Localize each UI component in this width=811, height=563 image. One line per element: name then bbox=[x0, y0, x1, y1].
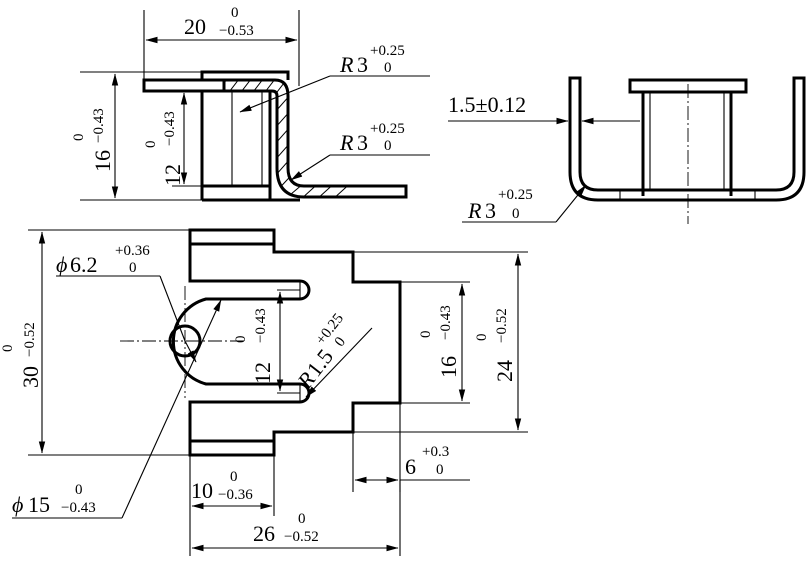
top-body-height-upper: 0 bbox=[474, 334, 490, 342]
front-r3-top-lower: 0 bbox=[384, 60, 392, 76]
side-r3-symbol: R bbox=[467, 198, 482, 223]
dim-front-inner-lower: −0.43 bbox=[162, 111, 178, 146]
dim-top-tab-width: 6 +0.3 0 bbox=[352, 403, 470, 492]
front-view: 20 0 −0.53 16 0 −0.43 12 0 −0.43 R 3 bbox=[71, 5, 430, 202]
top-hole-symbol: ϕ bbox=[56, 252, 67, 277]
dim-front-inner-nominal: 12 bbox=[160, 164, 185, 186]
side-r3-upper: +0.25 bbox=[498, 187, 533, 203]
top-outer-nominal: 15 bbox=[28, 492, 50, 517]
top-outer-upper: 0 bbox=[75, 482, 83, 498]
top-tab-width-lower: 0 bbox=[436, 462, 444, 478]
top-left-width-nominal: 10 bbox=[191, 478, 213, 503]
dim-top-left-width: 10 0 −0.36 bbox=[189, 455, 275, 556]
dim-front-width: 20 0 −0.53 bbox=[143, 5, 300, 86]
dim-top-overall-height: 30 0 −0.52 bbox=[0, 229, 190, 456]
dim-front-bend-radius-bottom: R 3 +0.25 0 bbox=[290, 121, 430, 181]
top-tab-width-nominal: 6 bbox=[405, 454, 416, 479]
top-overall-height-lower: −0.52 bbox=[22, 322, 38, 357]
top-tab-height-upper: 0 bbox=[418, 331, 434, 339]
top-outer-symbol: ϕ bbox=[12, 492, 23, 517]
top-tab-height-nominal: 16 bbox=[436, 356, 461, 378]
top-slot-lower: −0.43 bbox=[253, 308, 269, 343]
top-slot-radius-lower: 0 bbox=[332, 334, 349, 350]
top-slot-upper: 0 bbox=[233, 336, 249, 344]
top-body-height-nominal: 24 bbox=[492, 360, 517, 382]
dim-front-height-lower: −0.43 bbox=[91, 108, 107, 143]
top-slot-nominal: 12 bbox=[250, 362, 275, 384]
top-outer-lower: −0.43 bbox=[61, 500, 96, 516]
dim-top-hole-dia: ϕ 6.2 +0.36 0 bbox=[56, 243, 197, 363]
dim-top-slot-span: 12 0 −0.43 bbox=[233, 289, 300, 394]
front-r3-top-nominal: 3 bbox=[357, 52, 368, 77]
side-view-outline bbox=[568, 76, 806, 224]
top-left-width-upper: 0 bbox=[230, 469, 238, 485]
side-r3-nominal: 3 bbox=[485, 198, 496, 223]
front-r3-bottom-lower: 0 bbox=[384, 138, 392, 154]
dim-top-tab-height: 16 0 −0.43 bbox=[400, 281, 470, 404]
front-r3-top-upper: +0.25 bbox=[370, 43, 405, 59]
dim-front-width-upper: 0 bbox=[231, 5, 239, 21]
top-overall-height-upper: 0 bbox=[0, 345, 16, 353]
dim-front-inner-upper: 0 bbox=[143, 141, 159, 149]
top-left-width-lower: −0.36 bbox=[218, 487, 253, 503]
front-r3-bottom-symbol: R bbox=[339, 130, 354, 155]
top-view-outline bbox=[120, 228, 402, 457]
dim-top-body-height: 24 0 −0.52 bbox=[353, 251, 528, 433]
front-r3-bottom-nominal: 3 bbox=[357, 130, 368, 155]
top-hole-lower: 0 bbox=[129, 260, 137, 276]
dim-front-width-nominal: 20 bbox=[184, 14, 206, 39]
top-tab-height-lower: −0.43 bbox=[438, 305, 454, 340]
top-hole-nominal: 6.2 bbox=[70, 252, 98, 277]
dim-top-outer-dia: ϕ 15 0 −0.43 bbox=[12, 299, 222, 519]
dim-front-inner-height: 12 0 −0.43 bbox=[143, 90, 202, 187]
dim-front-width-lower: −0.53 bbox=[219, 23, 254, 39]
front-r3-bottom-upper: +0.25 bbox=[370, 121, 405, 137]
dim-front-height-upper: 0 bbox=[71, 134, 87, 142]
side-view: 1.5±0.12 R 3 +0.25 0 bbox=[448, 76, 806, 224]
top-tab-width-upper: +0.3 bbox=[422, 444, 449, 460]
dim-side-bend-radius: R 3 +0.25 0 bbox=[462, 184, 587, 223]
side-thickness-text: 1.5±0.12 bbox=[448, 92, 526, 117]
dim-top-overall-width: 26 0 −0.52 bbox=[191, 480, 401, 556]
top-body-height-lower: −0.52 bbox=[494, 308, 510, 343]
top-overall-width-lower: −0.52 bbox=[284, 529, 319, 545]
dim-front-height-nominal: 16 bbox=[90, 150, 115, 172]
top-overall-width-nominal: 26 bbox=[253, 521, 275, 546]
top-hole-upper: +0.36 bbox=[115, 243, 150, 259]
front-r3-top-symbol: R bbox=[339, 52, 354, 77]
dim-front-bend-radius-top: R 3 +0.25 0 bbox=[239, 43, 430, 113]
top-overall-height-nominal: 30 bbox=[18, 366, 43, 388]
side-r3-lower: 0 bbox=[512, 206, 520, 222]
dim-side-thickness: 1.5±0.12 bbox=[448, 92, 640, 125]
dim-front-overall-height: 16 0 −0.43 bbox=[71, 71, 202, 201]
top-overall-width-upper: 0 bbox=[298, 511, 306, 527]
top-view: ϕ 6.2 +0.36 0 ϕ 15 0 −0.43 30 0 −0.52 bbox=[0, 228, 528, 556]
